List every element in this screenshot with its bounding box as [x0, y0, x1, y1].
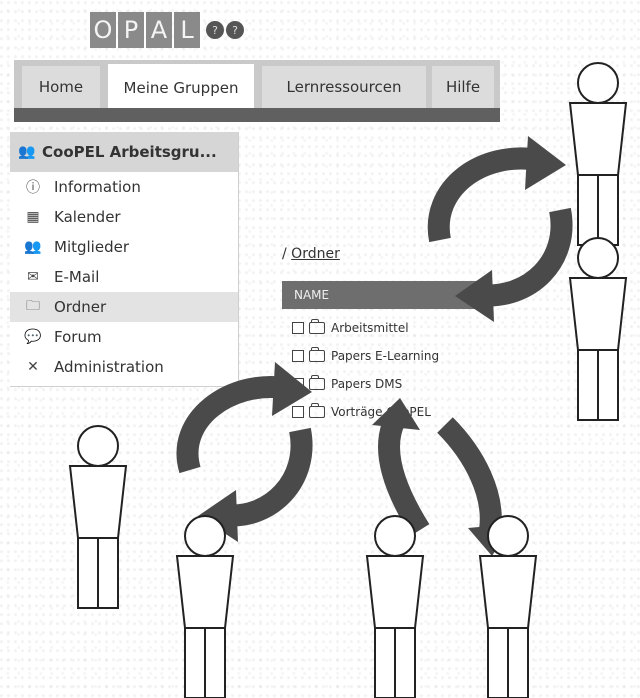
folder-name-link[interactable]: Papers DMS	[331, 377, 403, 391]
info-icon: ⓘ	[26, 180, 40, 196]
sidebar-item-label: Information	[54, 178, 141, 196]
person-figure-left	[69, 425, 127, 609]
row-checkbox[interactable]	[292, 322, 304, 334]
folder-icon	[309, 347, 325, 362]
person-figure-bottom-2	[366, 515, 424, 698]
name-column-header: NAME	[294, 288, 330, 302]
folder-icon	[309, 319, 325, 334]
logo-letter: P	[118, 12, 144, 48]
row-checkbox[interactable]	[292, 406, 304, 418]
folder-row: Papers DMS	[292, 370, 482, 398]
breadcrumb-separator: /	[282, 246, 287, 262]
logo-circle: ?	[226, 21, 244, 39]
sidebar-item-label: Kalender	[54, 208, 121, 226]
person-figure-top-right	[569, 62, 627, 246]
tab-lernressourcen[interactable]: Lernressourcen	[262, 66, 426, 108]
sidebar-item-information[interactable]: ⓘ Information	[10, 172, 238, 202]
tab-home[interactable]: Home	[22, 66, 100, 108]
folder-row: Papers E-Learning	[292, 342, 482, 370]
sidebar-item-label: E-Mail	[54, 268, 100, 286]
folder-icon	[309, 375, 325, 390]
folder-icon: 🗀	[26, 298, 40, 314]
person-figure-bottom-3	[479, 515, 537, 698]
folder-list: Arbeitsmittel Papers E-Learning Papers D…	[292, 314, 482, 426]
calendar-icon: ▦	[26, 209, 40, 225]
group-title-label: CooPEL Arbeitsgru...	[42, 143, 217, 161]
sidebar-item-ordner[interactable]: 🗀 Ordner	[10, 292, 238, 322]
forum-icon: 💬	[24, 329, 42, 345]
members-icon: 👥	[18, 144, 36, 160]
breadcrumb: / Ordner	[282, 246, 340, 262]
person-figure-bottom-1	[176, 515, 234, 698]
logo-circle: ?	[206, 21, 224, 39]
sidebar-item-label: Ordner	[54, 298, 107, 316]
folder-row: Arbeitsmittel	[292, 314, 482, 342]
sidebar-item-label: Mitglieder	[54, 238, 129, 256]
folder-name-link[interactable]: Papers E-Learning	[331, 349, 440, 363]
opal-logo: O P A L ? ?	[90, 12, 244, 48]
sidebar-item-forum[interactable]: 💬 Forum	[10, 322, 238, 352]
logo-circles: ? ?	[206, 21, 244, 39]
row-checkbox[interactable]	[292, 350, 304, 362]
tab-row: Home Meine Gruppen Lernressourcen Hilfe	[14, 60, 500, 112]
folder-icon	[309, 403, 325, 418]
tab-meine-gruppen[interactable]: Meine Gruppen	[108, 64, 254, 112]
folder-name-link[interactable]: Vorträge CooPEL	[331, 405, 431, 419]
sidebar-item-label: Forum	[54, 328, 102, 346]
sidebar-item-administration[interactable]: ✕ Administration	[10, 352, 238, 382]
main-nav: Home Meine Gruppen Lernressourcen Hilfe	[14, 60, 500, 122]
group-sidebar: 👥 CooPEL Arbeitsgru... ⓘ Information ▦ K…	[10, 132, 239, 387]
sidebar-item-label: Administration	[54, 358, 164, 376]
logo-letter: O	[90, 12, 116, 48]
sidebar-item-email[interactable]: ✉ E-Mail	[10, 262, 238, 292]
folder-name-link[interactable]: Arbeitsmittel	[331, 321, 409, 335]
row-checkbox[interactable]	[292, 378, 304, 390]
logo-letter: L	[174, 12, 200, 48]
tools-icon: ✕	[27, 359, 39, 375]
person-figure-mid-right	[569, 237, 627, 421]
tab-hilfe[interactable]: Hilfe	[432, 66, 494, 108]
sidebar-item-kalender[interactable]: ▦ Kalender	[10, 202, 238, 232]
mail-icon: ✉	[27, 269, 39, 285]
subnav-bar	[14, 108, 500, 122]
breadcrumb-ordner-link[interactable]: Ordner	[291, 246, 340, 262]
folder-row: Vorträge CooPEL	[292, 398, 482, 426]
folder-table-header[interactable]: NAME	[282, 281, 490, 309]
group-title[interactable]: 👥 CooPEL Arbeitsgru...	[10, 132, 238, 172]
sidebar-item-mitglieder[interactable]: 👥 Mitglieder	[10, 232, 238, 262]
members-icon: 👥	[24, 239, 42, 255]
logo-letter: A	[146, 12, 172, 48]
